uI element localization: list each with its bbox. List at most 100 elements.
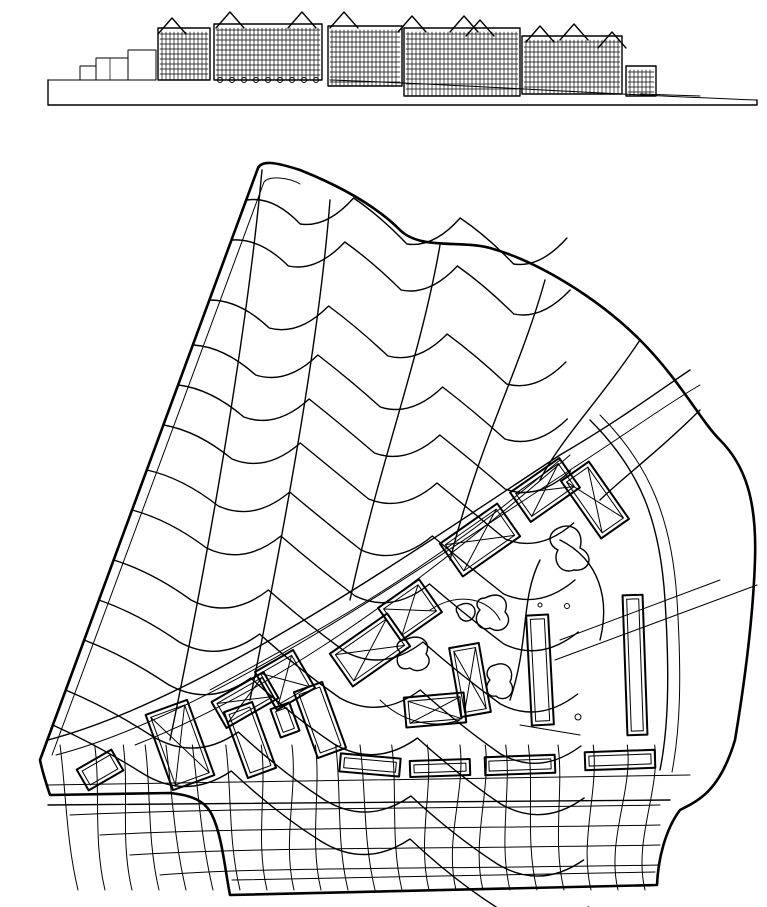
site-inner-boundary (51, 177, 301, 756)
building-block (525, 613, 555, 727)
site-boundary (38, 161, 757, 897)
building-block (509, 457, 581, 523)
elevation-gable (449, 15, 479, 33)
elevation-gable (597, 31, 627, 49)
fan-line (94, 744, 106, 891)
fan-line (122, 744, 133, 891)
building-block (408, 757, 472, 779)
fan-line (225, 744, 241, 891)
courtyard-paths (379, 539, 605, 736)
elevation-arch (313, 77, 319, 83)
block-fence (134, 454, 571, 746)
fan-line (586, 744, 595, 891)
fan-crossline (69, 804, 661, 816)
contour-line (246, 197, 568, 266)
fan-line (191, 744, 214, 891)
grid-curve (449, 279, 546, 561)
contour-line (64, 689, 585, 877)
elevation-arch (301, 77, 307, 83)
building-block (222, 700, 278, 780)
building-block (292, 680, 348, 760)
building-block (621, 593, 649, 737)
elevation-arch (277, 77, 283, 83)
elevation-gable (329, 11, 359, 29)
contour-line (192, 344, 568, 443)
elevation-building (157, 27, 211, 81)
contour-line (131, 509, 579, 652)
grid-curve (349, 244, 441, 601)
elevation-arch (229, 77, 235, 83)
fan-crossline (99, 824, 661, 836)
fan-line (359, 744, 376, 891)
building-block (269, 701, 301, 739)
contour-line (113, 559, 579, 713)
fan-line (314, 744, 322, 891)
fan-line (614, 744, 629, 891)
contour-line (163, 424, 575, 545)
fan-line (451, 744, 462, 891)
contour-line (209, 299, 567, 387)
fan-line (165, 744, 187, 891)
fan-line (144, 744, 160, 891)
elevation-gable (397, 15, 427, 33)
elevation-arch (217, 77, 223, 83)
diagonal-road (47, 369, 701, 756)
east-road (554, 414, 758, 773)
bottom-road (47, 774, 691, 881)
elevation-arch (253, 77, 259, 83)
fan-line (557, 744, 565, 891)
fan-line (59, 744, 79, 891)
building-block (583, 748, 657, 772)
fan-crossline (129, 844, 661, 856)
elevation-buildings (157, 11, 657, 97)
building-block (559, 460, 631, 540)
building-block (448, 641, 492, 719)
fan-line (391, 744, 403, 891)
elevation-gable (215, 11, 245, 29)
grid-curve (249, 199, 331, 701)
elevation-arch (265, 77, 271, 83)
elevation-gable (287, 11, 317, 29)
contour-line (83, 639, 585, 816)
elevation-building (625, 65, 657, 97)
elevation-gable (559, 23, 589, 41)
building-blocks (75, 454, 657, 792)
elevation-building (521, 35, 623, 95)
elevation-building (403, 27, 521, 97)
building-block (338, 752, 402, 778)
building-block (253, 648, 317, 712)
fan-line (641, 744, 657, 891)
fan-line (335, 744, 349, 891)
building-block (377, 578, 443, 642)
contour-line (52, 724, 590, 907)
grid-curve (169, 169, 263, 741)
fan-line (527, 744, 538, 891)
building-block (402, 691, 468, 729)
elevation-building (327, 25, 403, 87)
contour-lines (52, 197, 590, 907)
site-plan (38, 161, 758, 907)
ponds (396, 525, 590, 700)
grid-curve (599, 409, 701, 501)
elevation-arch (241, 77, 247, 83)
fan-line (260, 744, 268, 891)
building-block (144, 698, 216, 792)
building-block (75, 748, 125, 792)
elevation-annex (79, 49, 157, 81)
fan-line (478, 744, 487, 891)
contour-line (146, 469, 576, 601)
elevation-gable (525, 25, 555, 43)
elevation-arch (289, 77, 295, 83)
fan-line (288, 744, 295, 891)
contour-line (231, 239, 571, 316)
building-block (438, 502, 522, 578)
elevation-view (47, 11, 758, 106)
fan-crossline (159, 864, 661, 876)
elevation-gable (157, 17, 187, 35)
elevation-gable (465, 19, 495, 37)
elevation-building (213, 23, 323, 81)
contour-line (177, 384, 572, 494)
contour-line (98, 599, 582, 764)
building-block (483, 753, 557, 777)
